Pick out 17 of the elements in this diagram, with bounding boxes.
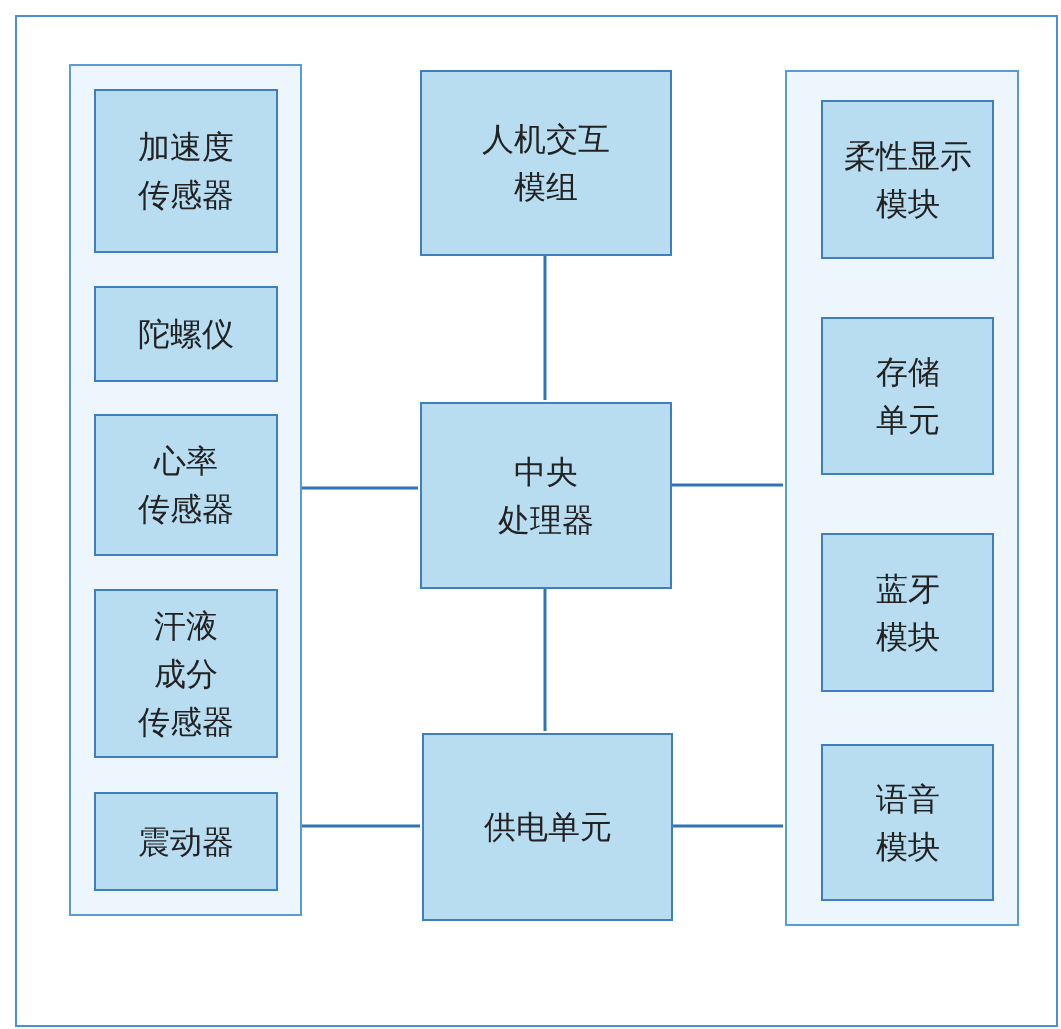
module-box: 陀螺仪 [94, 286, 278, 382]
module-box: 震动器 [94, 792, 278, 891]
connector-line [543, 587, 547, 731]
module-box: 柔性显示模块 [821, 100, 994, 259]
module-panel [785, 70, 1019, 926]
module-box: 语音模块 [821, 744, 994, 901]
module-box: 心率传感器 [94, 414, 278, 556]
module-box: 人机交互模组 [420, 70, 672, 256]
module-box: 存储单元 [821, 317, 994, 475]
connector-line [543, 254, 547, 400]
sensor-panel [69, 64, 302, 916]
module-box: 中央处理器 [420, 402, 672, 589]
module-box: 加速度传感器 [94, 89, 278, 253]
outer-frame [15, 15, 1058, 1027]
module-box: 汗液成分传感器 [94, 589, 278, 758]
module-box: 蓝牙模块 [821, 533, 994, 692]
module-box: 供电单元 [422, 733, 673, 921]
